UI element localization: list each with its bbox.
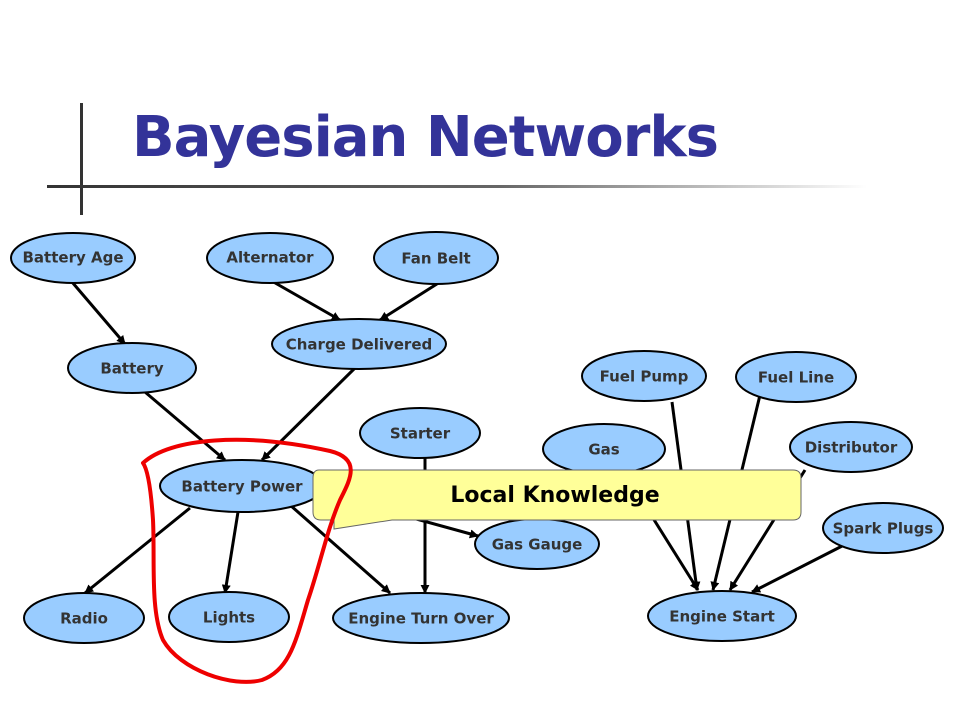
node-label: Gas Gauge xyxy=(492,536,583,554)
node-label: Distributor xyxy=(805,439,898,457)
edge-battery-power-to-radio xyxy=(84,506,191,595)
node-alternator: Alternator xyxy=(206,232,334,284)
node-label: Engine Turn Over xyxy=(348,610,494,628)
node-label: Gas xyxy=(588,441,619,459)
node-battery-age: Battery Age xyxy=(10,232,136,284)
node-label: Starter xyxy=(390,425,451,443)
edge-battery-to-battery-power xyxy=(144,390,226,462)
red-highlight-loop xyxy=(141,437,353,684)
node-label: Spark Plugs xyxy=(833,520,934,538)
edge-battery-power-to-engine-turn-over xyxy=(289,503,391,595)
node-label: Fuel Pump xyxy=(600,368,689,386)
node-distributor: Distributor xyxy=(789,421,913,473)
node-charge-delivered: Charge Delivered xyxy=(271,318,447,370)
node-fan-belt: Fan Belt xyxy=(373,231,499,285)
node-gas-gauge: Gas Gauge xyxy=(474,518,600,570)
node-fuel-line: Fuel Line xyxy=(735,351,857,403)
node-battery-power: Battery Power xyxy=(159,459,325,513)
edge-fan-belt-to-charge-delivered xyxy=(379,280,441,322)
local-knowledge-callout: Local Knowledge xyxy=(312,469,802,530)
node-label: Charge Delivered xyxy=(286,336,433,354)
node-lights: Lights xyxy=(168,591,290,643)
edge-battery-age-to-battery xyxy=(70,281,127,345)
node-label: Fan Belt xyxy=(401,250,470,268)
edge-charge-delivered-to-battery-power xyxy=(260,366,357,462)
node-label: Alternator xyxy=(226,249,314,267)
node-label: Engine Start xyxy=(669,608,775,626)
node-label: Battery xyxy=(100,360,163,378)
node-gas: Gas xyxy=(542,423,666,475)
node-engine-start: Engine Start xyxy=(647,590,797,642)
node-spark-plugs: Spark Plugs xyxy=(822,502,944,554)
callout-label: Local Knowledge xyxy=(450,483,659,508)
node-starter: Starter xyxy=(359,407,481,459)
node-label: Battery Age xyxy=(23,249,124,267)
edge-alternator-to-charge-delivered xyxy=(269,278,341,322)
node-engine-turn-over: Engine Turn Over xyxy=(332,592,510,644)
node-label: Lights xyxy=(203,609,255,627)
title-decoration-horizontal xyxy=(47,185,867,188)
node-label: Battery Power xyxy=(181,478,303,496)
edge-spark-plugs-to-engine-start xyxy=(751,540,851,594)
node-radio: Radio xyxy=(23,592,145,644)
edge-battery-power-to-lights xyxy=(221,511,240,594)
node-label: Fuel Line xyxy=(758,369,834,387)
title-decoration-vertical xyxy=(80,103,83,215)
slide-title: Bayesian Networks xyxy=(132,105,719,170)
node-fuel-pump: Fuel Pump xyxy=(581,350,707,402)
node-label: Radio xyxy=(60,610,108,628)
node-battery: Battery xyxy=(67,342,197,394)
